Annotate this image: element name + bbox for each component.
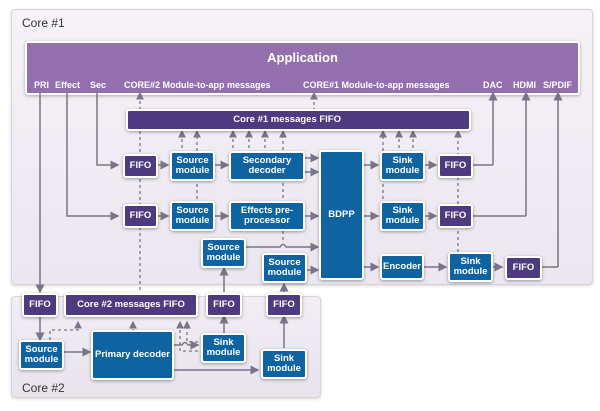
port-pri: PRI bbox=[34, 80, 50, 90]
fifo-core2-a: FIFO bbox=[206, 293, 242, 317]
fifo-dac: FIFO bbox=[438, 154, 473, 178]
port-dac: DAC bbox=[483, 80, 503, 90]
sink-module-1: Sink module bbox=[380, 151, 425, 181]
port-core1-messages: CORE#1 Module-to-app messages bbox=[303, 80, 450, 90]
port-hdmi: HDMI bbox=[513, 80, 536, 90]
core2-messages-fifo: Core #2 messages FIFO bbox=[64, 293, 198, 317]
port-effect: Effect bbox=[55, 80, 81, 90]
core1-label: Core #1 bbox=[22, 16, 65, 30]
port-spdif: S/PDIF bbox=[543, 80, 573, 90]
core1-messages-fifo: Core #1 messages FIFO bbox=[126, 109, 471, 131]
source-module-secondary: Source module bbox=[170, 151, 215, 181]
application-block: Application PRI Effect Sec CORE#2 Module… bbox=[25, 41, 580, 95]
sink-module-3: Sink module bbox=[448, 252, 493, 282]
bdpp-block: BDPP bbox=[319, 150, 364, 280]
secondary-decoder: Secondary decoder bbox=[229, 151, 305, 181]
sink-module-core2-b: Sink module bbox=[261, 349, 307, 379]
fifo-pri: FIFO bbox=[22, 293, 58, 317]
source-module-effects: Source module bbox=[170, 201, 215, 231]
core2-label: Core #2 bbox=[22, 381, 65, 395]
source-module-core2-b: Source module bbox=[262, 253, 307, 283]
application-title: Application bbox=[267, 50, 338, 65]
fifo-hdmi: FIFO bbox=[438, 204, 473, 228]
fifo-spdif: FIFO bbox=[505, 256, 542, 280]
port-sec: Sec bbox=[90, 80, 107, 90]
sink-module-2: Sink module bbox=[380, 201, 425, 231]
source-module-primary: Source module bbox=[19, 340, 64, 370]
primary-decoder: Primary decoder bbox=[91, 330, 174, 380]
source-module-core2-a: Source module bbox=[201, 238, 246, 268]
encoder-block: Encoder bbox=[380, 254, 424, 280]
fifo-secondary-in: FIFO bbox=[123, 154, 158, 178]
port-core2-messages: CORE#2 Module-to-app messages bbox=[124, 80, 271, 90]
fifo-effects-in: FIFO bbox=[123, 204, 158, 228]
effects-preprocessor: Effects pre-processor bbox=[229, 201, 305, 231]
sink-module-core2-a: Sink module bbox=[201, 333, 246, 363]
fifo-core2-b: FIFO bbox=[266, 293, 302, 317]
